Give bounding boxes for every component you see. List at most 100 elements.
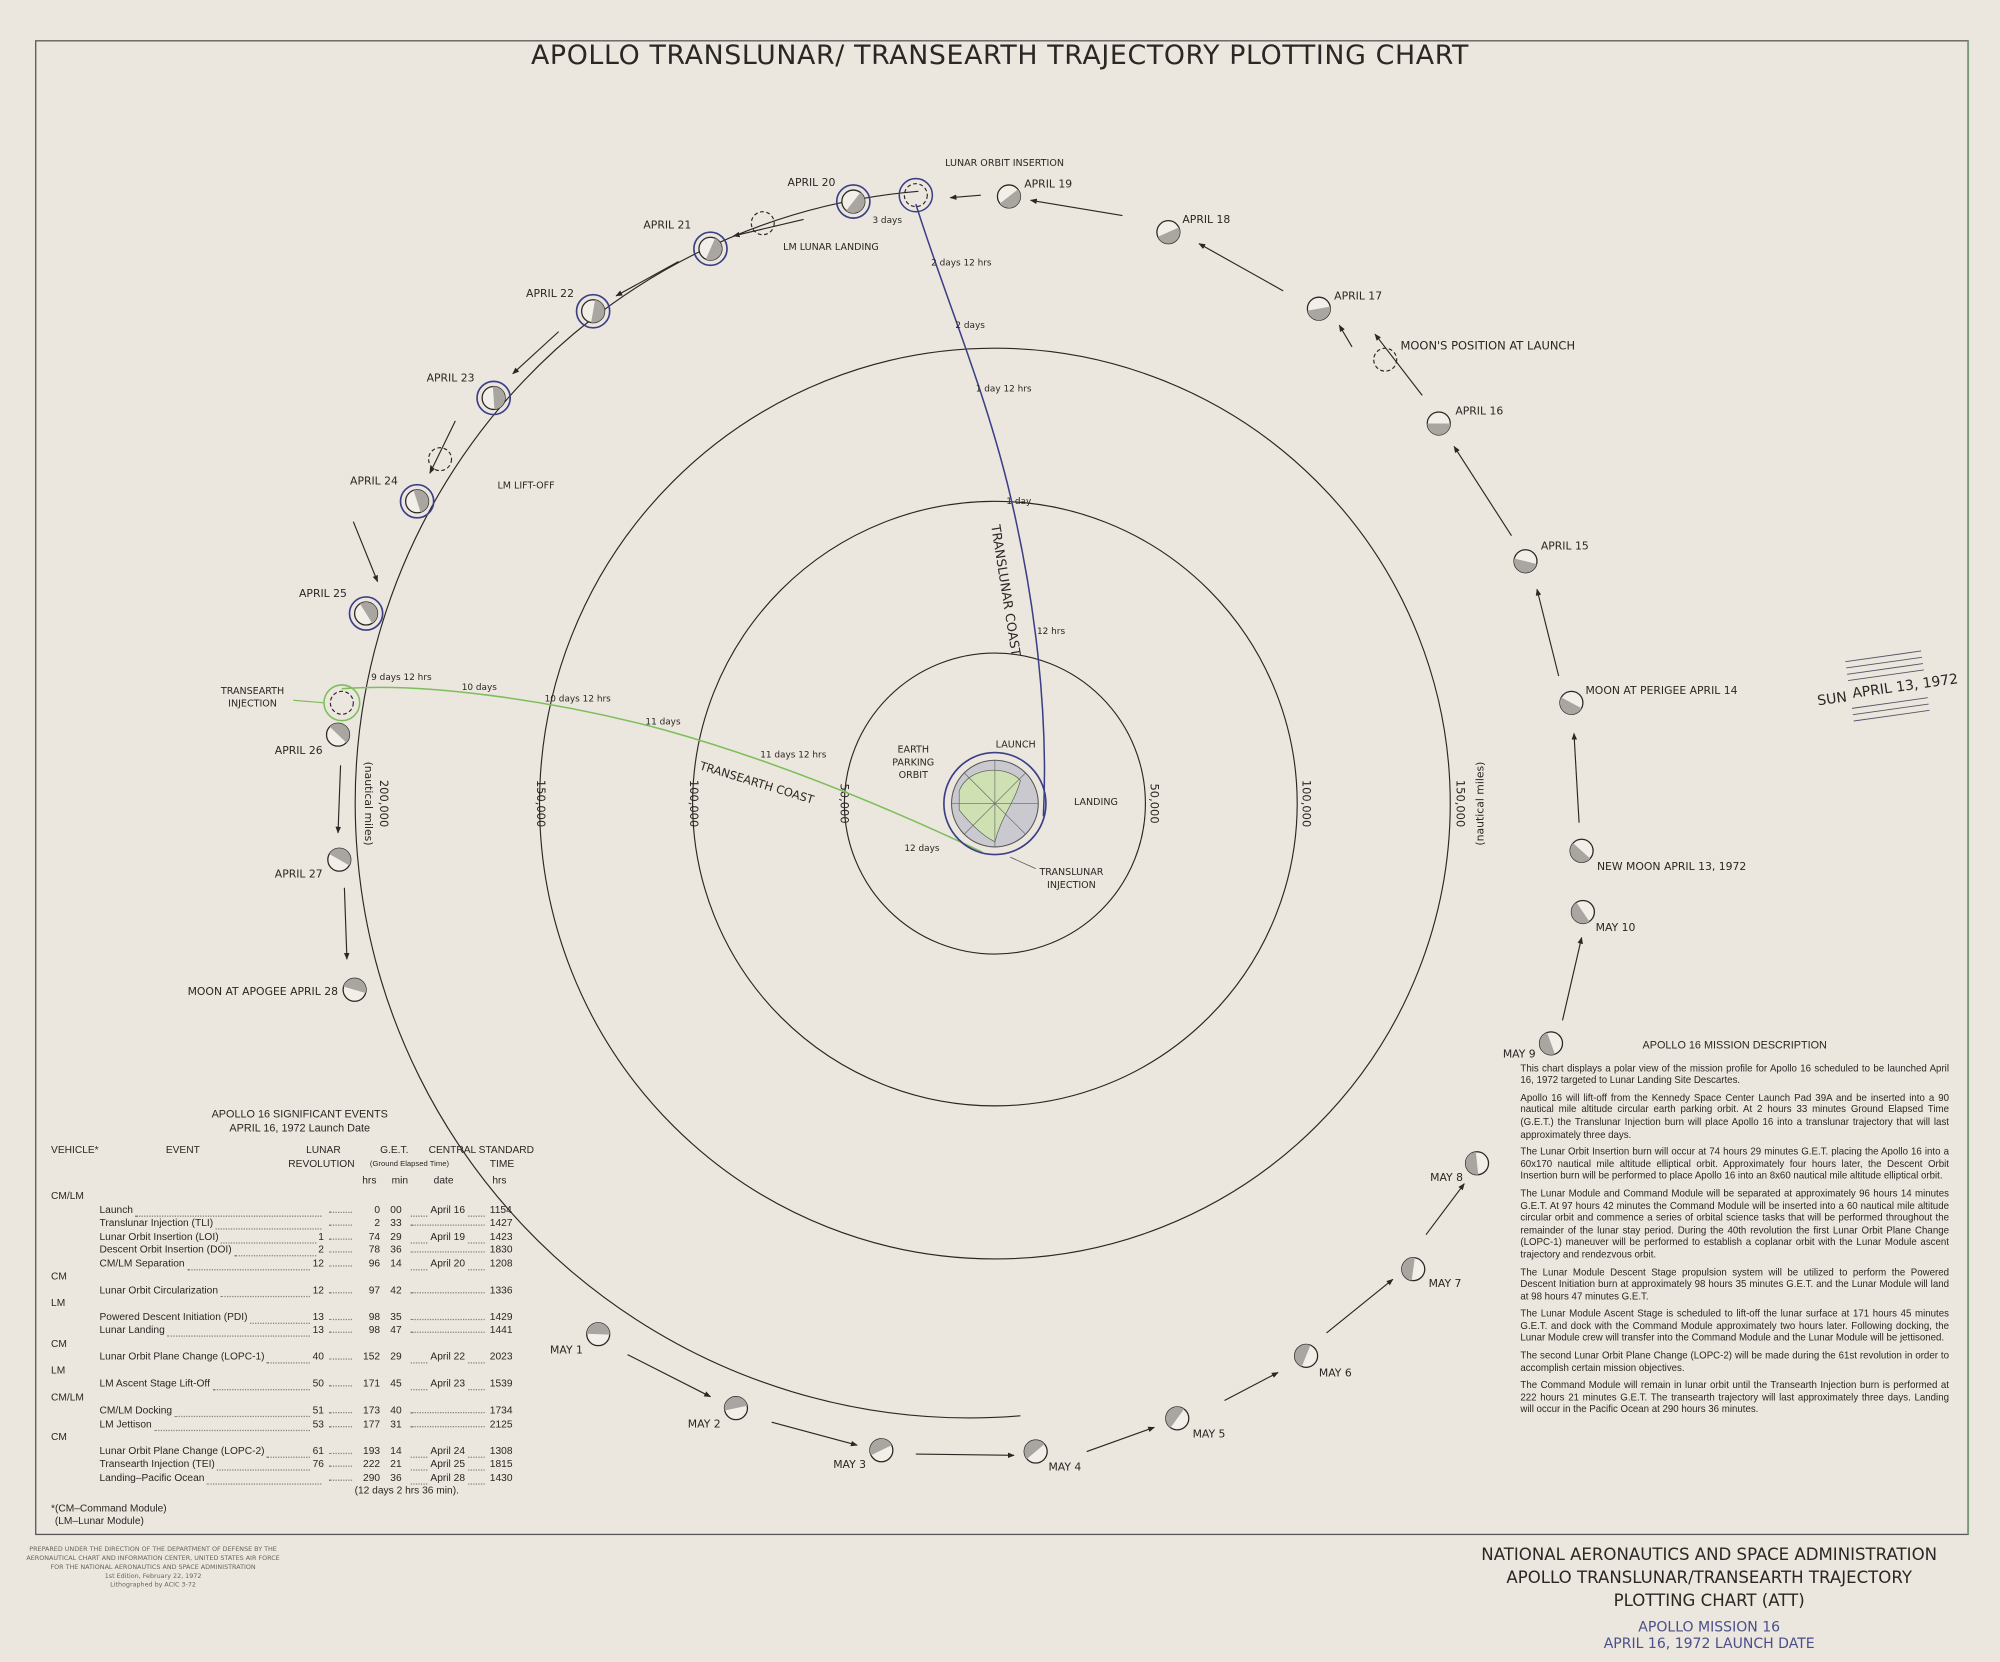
moon-date-label: APRIL 16 [1455, 405, 1503, 418]
range-ring-1 [843, 652, 1146, 955]
translunar-time-tick: 1 day 12 hrs [976, 385, 1032, 395]
date-cell: April 22 [408, 1349, 487, 1364]
cst-time: 1815 [489, 1457, 513, 1470]
dashed-moon-position [750, 211, 775, 236]
ring-label: 150,000 [534, 780, 548, 827]
get-hrs: 222 [363, 1457, 381, 1470]
orbit-direction-arrow [1571, 732, 1580, 823]
tli-leader-line [1010, 856, 1036, 869]
orbit-direction-arrow [627, 1354, 712, 1398]
footnote-lm: (LM–Lunar Module) [54, 1515, 144, 1527]
lunar-orbit-ring [476, 380, 512, 416]
dot-leader [410, 1353, 428, 1364]
moon-april-26: APRIL 26 [275, 722, 351, 757]
get-min: 14 [390, 1257, 402, 1269]
event-label: LM LIFT-OFF [497, 481, 554, 492]
get-min: 45 [390, 1377, 402, 1390]
translunar-trajectory [915, 203, 1046, 817]
cst-time: 1427 [489, 1216, 513, 1229]
col-hrs: hrs [362, 1174, 377, 1187]
moon-date-label: APRIL 23 [427, 371, 475, 384]
moon-phase-shadow [329, 848, 351, 866]
moon-may-7: MAY 7 [1401, 1257, 1461, 1290]
transearth-time-tick: 10 days 12 hrs [545, 695, 611, 705]
col-vehicle: VEHICLE* [51, 1144, 99, 1156]
dot-leader [267, 1353, 311, 1364]
moon-date-label: NEW MOON APRIL 13, 1972 [1597, 860, 1746, 873]
get-hrs: 290 [363, 1471, 381, 1483]
orbit-direction-arrow [1425, 1183, 1465, 1236]
stamp-line [1845, 650, 1922, 663]
description-paragraph: This chart displays a polar view of the … [1520, 1061, 1949, 1086]
moon-april-17: APRIL 17 [1306, 290, 1382, 321]
dot-leader [187, 1260, 311, 1270]
event-name: Lunar Landing [99, 1323, 165, 1336]
range-ring-200000 [354, 190, 1021, 1419]
moon-may-3: MAY 3 [833, 1438, 894, 1471]
dot-leader [329, 1457, 353, 1467]
moon-moon-at-perigee-april-14: MOON AT PERIGEE APRIL 14 [1559, 684, 1738, 715]
moon-date-label: MAY 4 [1048, 1461, 1081, 1474]
moon-phase-shadow [724, 1396, 748, 1411]
orbit-direction-arrow [343, 887, 350, 960]
moon-date-label: APRIL 26 [275, 744, 323, 757]
moon-phase-shadow [1559, 697, 1582, 715]
event-name: LM Jettison [99, 1417, 152, 1430]
date-cell: April 24 [408, 1443, 487, 1458]
vehicle-group: LM [51, 1363, 548, 1376]
event-cell: Landing–Pacific Ocean [99, 1470, 323, 1485]
get-min: 40 [390, 1404, 402, 1416]
lunar-revolution: 13 [312, 1323, 324, 1336]
moon-may-8: MAY 8 [1430, 1151, 1490, 1184]
orbit-direction-arrow [1224, 1371, 1279, 1402]
lunar-revolution: 76 [312, 1457, 324, 1470]
dot-leader [250, 1313, 311, 1324]
footer-agency: NATIONAL AERONAUTICS AND SPACE ADMINISTR… [1481, 1545, 1938, 1566]
moon-date-label: MAY 9 [1503, 1047, 1536, 1060]
cst-time: 1423 [489, 1230, 513, 1242]
get-min: 47 [390, 1323, 402, 1336]
lunar-revolution: 12 [312, 1283, 324, 1296]
moon-phase-shadow [413, 489, 429, 513]
get-hrs: 171 [363, 1377, 381, 1390]
tei-leader-line [293, 699, 325, 704]
cst-time: 2023 [489, 1350, 513, 1363]
dot-leader [329, 1470, 353, 1481]
get-hrs: 98 [368, 1323, 381, 1336]
description-paragraph: The Command Module will remain in lunar … [1520, 1379, 1949, 1416]
get-hrs: 97 [368, 1283, 381, 1296]
footer-chart-name: APOLLO TRANSLUNAR/TRANSEARTH TRAJECTORY [1506, 1568, 1912, 1589]
description-paragraph: The Lunar Orbit Insertion burn will occu… [1520, 1145, 1949, 1182]
moon-may-5: MAY 5 [1165, 1406, 1225, 1440]
event-name: Descent Orbit Insertion (DOI) [99, 1243, 232, 1256]
transearth-time-tick: 11 days 12 hrs [760, 751, 826, 761]
description-paragraph: The second Lunar Orbit Plane Change (LOP… [1520, 1349, 1949, 1374]
significant-events-table: APOLLO 16 SIGNIFICANT EVENTS APRIL 16, 1… [51, 1107, 548, 1527]
transearth-time-tick: 9 days 12 hrs [371, 673, 432, 683]
get-hrs: 2 [374, 1216, 381, 1229]
date-cell [408, 1323, 487, 1333]
range-ring-3 [538, 347, 1451, 1260]
transearth-time-tick: 12 days [904, 844, 940, 854]
lunar-revolution: 61 [312, 1444, 324, 1456]
moon-phase-shadow [591, 299, 605, 323]
vehicle-label: LM [51, 1364, 66, 1376]
lunar-orbit-ring [898, 177, 934, 213]
orbit-direction-arrow [915, 1452, 1015, 1459]
footer-title-block: NATIONAL AERONAUTICS AND SPACE ADMINISTR… [1441, 1545, 1977, 1652]
lunar-orbit-ring [348, 596, 384, 631]
orbit-direction-arrow [949, 194, 981, 200]
col-lunar: LUNAR [306, 1144, 341, 1156]
get-hrs: 98 [368, 1310, 381, 1323]
mission-description: APOLLO 16 MISSION DESCRIPTION This chart… [1520, 1039, 1949, 1421]
